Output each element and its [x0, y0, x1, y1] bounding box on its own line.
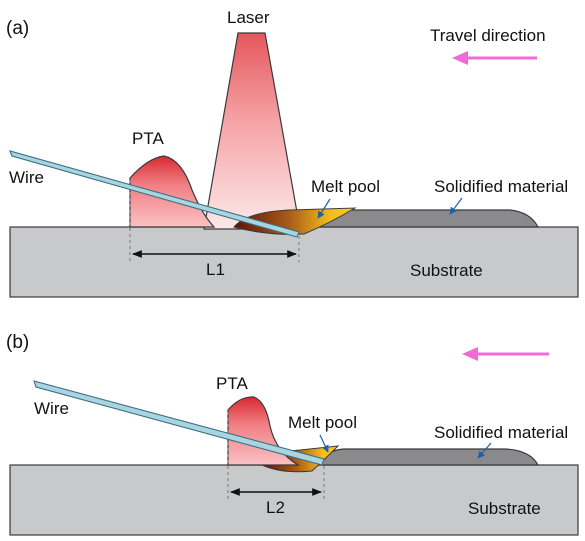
solidified-material-a	[316, 209, 540, 228]
l1-label: L1	[206, 260, 225, 279]
panel-b: (b) PTA Wire Melt pool Solidified materi…	[6, 332, 579, 536]
l2-label: L2	[266, 498, 285, 517]
wire-b	[33, 380, 325, 466]
panel-a: (a) Laser Travel direction PTA Wire Melt…	[6, 8, 579, 298]
melt-pool-label-b: Melt pool	[288, 413, 357, 432]
laser-beam	[203, 32, 301, 230]
substrate-label-a: Substrate	[410, 261, 483, 280]
melt-pool-leader-a	[317, 198, 331, 219]
pta-label-b: PTA	[216, 374, 248, 393]
solidified-material-b	[316, 448, 540, 466]
solidified-material-leader-a	[449, 197, 463, 215]
melt-pool-label-a: Melt pool	[311, 177, 380, 196]
travel-direction-arrow-a	[452, 51, 537, 65]
travel-direction-label: Travel direction	[430, 26, 546, 45]
solidified-material-label-a: Solidified material	[434, 177, 568, 196]
travel-direction-arrow-b	[462, 347, 549, 361]
solidified-material-label-b: Solidified material	[434, 423, 568, 442]
pta-label-a: PTA	[132, 129, 164, 148]
wire-label-b: Wire	[34, 399, 69, 418]
panel-b-tag: (b)	[6, 332, 29, 353]
laser-label: Laser	[227, 8, 270, 27]
wire-label-a: Wire	[9, 168, 44, 187]
substrate-b	[9, 464, 579, 536]
pta-plasma-a	[129, 155, 216, 228]
substrate-a	[9, 226, 579, 298]
melt-pool-leader-b	[319, 434, 329, 453]
wire-a	[9, 150, 300, 238]
solidified-material-leader-b	[477, 442, 492, 459]
substrate-label-b: Substrate	[468, 499, 541, 518]
panel-a-tag: (a)	[6, 18, 29, 39]
